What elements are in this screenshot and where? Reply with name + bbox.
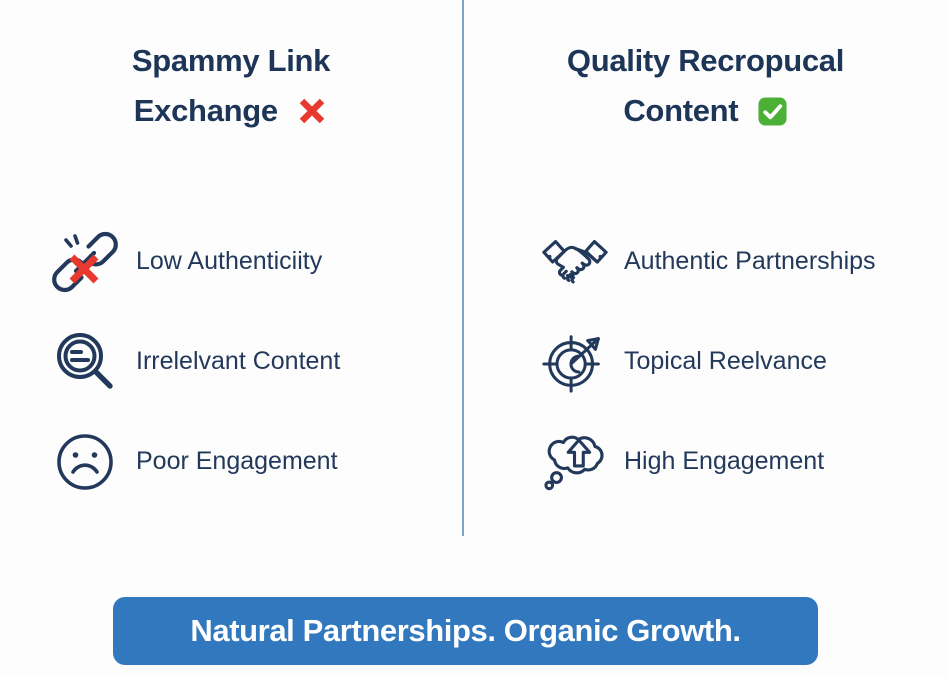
- left-heading-line-2: Exchange: [18, 86, 444, 142]
- handshake-icon: [540, 227, 610, 297]
- thought-cloud-up-arrow-icon: [540, 427, 610, 497]
- list-item-label: Poor Engagement: [136, 447, 338, 476]
- right-heading-line-1: Quality Recropucal: [566, 43, 845, 78]
- right-column: Quality Recropucal Content: [464, 0, 947, 540]
- list-item-label: Irrelelvant Content: [136, 347, 341, 376]
- check-mark-icon: [757, 92, 788, 142]
- list-item-label: Low Authenticiity: [136, 247, 323, 276]
- left-column: Spammy Link Exchange: [0, 0, 462, 540]
- list-item: Topical Reelvance: [464, 312, 947, 412]
- sad-face-icon: [50, 427, 120, 497]
- list-item: Low Authenticiity: [0, 212, 462, 312]
- cross-mark-icon: [296, 92, 328, 142]
- right-heading-line-2: Content: [482, 86, 929, 142]
- target-arrow-icon: [540, 327, 610, 397]
- broken-link-icon: [50, 227, 120, 297]
- magnifier-icon: [50, 327, 120, 397]
- list-item: Poor Engagement: [0, 412, 462, 512]
- list-item-label: Topical Reelvance: [624, 347, 827, 376]
- list-item-label: Authentic Partnerships: [624, 247, 876, 276]
- list-item: Irrelelvant Content: [0, 312, 462, 412]
- right-column-heading: Quality Recropucal Content: [464, 36, 947, 141]
- column-divider: [462, 0, 464, 536]
- tagline-banner: Natural Partnerships. Organic Growth.: [113, 597, 818, 665]
- right-heading-line-2-text: Content: [623, 92, 739, 128]
- list-item-label: High Engagement: [624, 447, 825, 476]
- left-feature-list: Low Authenticiity Irrelelvant: [0, 212, 462, 512]
- list-item: High Engagement: [464, 412, 947, 512]
- left-heading-line-1: Spammy Link: [131, 43, 331, 78]
- left-heading-line-2-text: Exchange: [133, 92, 278, 128]
- right-feature-list: Authentic Partnerships: [464, 212, 947, 512]
- left-column-heading: Spammy Link Exchange: [0, 36, 462, 141]
- tagline-text: Natural Partnerships. Organic Growth.: [190, 613, 741, 648]
- list-item: Authentic Partnerships: [464, 212, 947, 312]
